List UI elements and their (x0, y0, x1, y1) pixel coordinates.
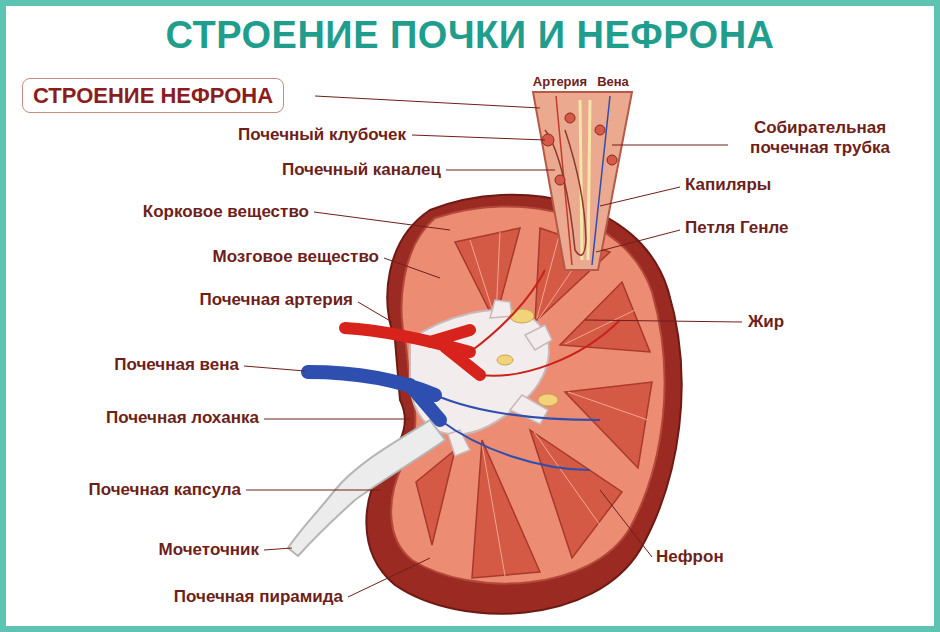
box-heading: СТРОЕНИЕ НЕФРОНА (33, 83, 273, 108)
part-label: Почечная артерия (200, 290, 353, 310)
title: СТРОЕНИЕ ПОЧКИ И НЕФРОНА (165, 14, 774, 58)
part-label: Мозговое вещество (213, 247, 379, 267)
part-label: Жир (748, 312, 784, 332)
part-label: Почечная вена (114, 355, 239, 375)
calyces (448, 300, 552, 456)
part-label: Почечная лоханка (106, 408, 259, 428)
part-label: Собирательная почечная трубка (725, 118, 915, 157)
title-box: СТРОЕНИЕ НЕФРОНА (22, 78, 284, 113)
frame (3, 3, 937, 629)
part-label: Почечный каналец (282, 160, 441, 180)
ureter (288, 420, 445, 556)
part-label: Почечный клубочек (238, 125, 406, 145)
part-label: Артерия (533, 75, 587, 90)
nephron-tubules (545, 96, 610, 265)
kidney-outline (366, 195, 681, 614)
glomeruli (542, 113, 617, 185)
renal-vein (308, 372, 440, 420)
part-label: Почечная пирамида (174, 587, 343, 607)
part-label: Капиляры (685, 175, 771, 195)
part-label: Нефрон (656, 547, 724, 567)
part-label: Петля Генле (685, 218, 789, 238)
part-label: Вена (597, 75, 629, 90)
part-label: Почечная капсула (89, 480, 242, 500)
nephron-wedge (533, 92, 632, 270)
part-label: Мочеточник (159, 540, 259, 560)
small-vessels (435, 270, 620, 470)
part-label: Корковое вещество (143, 202, 309, 222)
renal-artery (345, 328, 480, 375)
leader-lines (244, 96, 742, 597)
